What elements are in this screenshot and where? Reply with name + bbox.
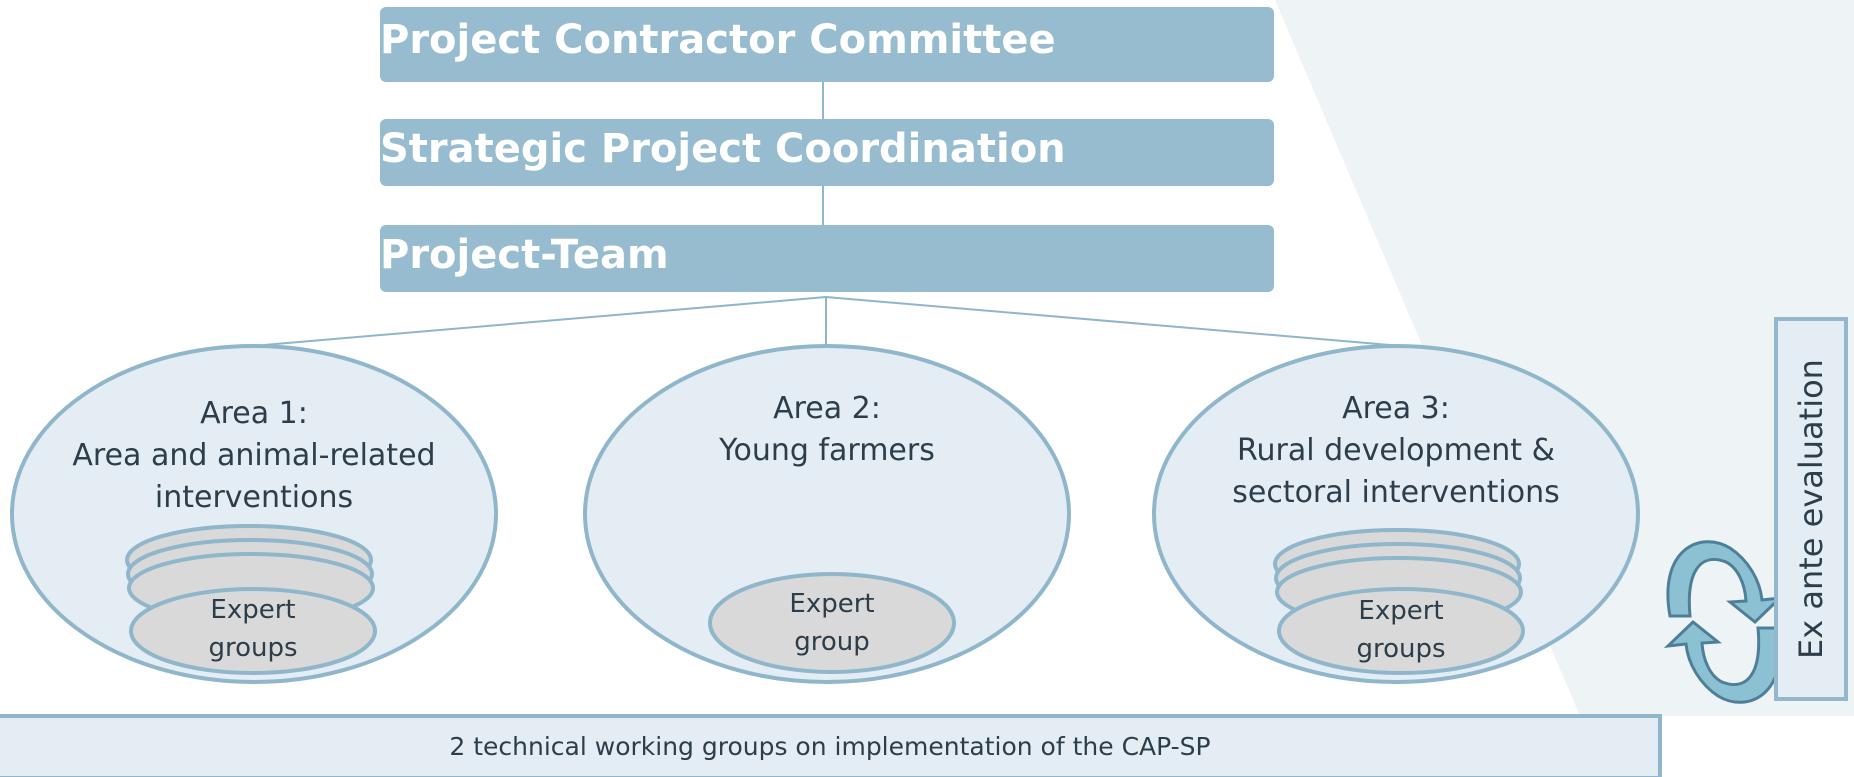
expert-label-area-3-line-2: groups [1356, 634, 1446, 664]
area-1-heading: Area 1: [200, 396, 308, 431]
area-1-line-2: interventions [154, 480, 354, 515]
expert-label-area-3: Expert groups [1301, 592, 1501, 668]
expert-ellipse-area-2 [708, 572, 956, 674]
team-title: Project-Team [380, 232, 669, 278]
area-1-label: Area 1: Area and animal-related interven… [54, 393, 454, 519]
area-2-ellipse [583, 344, 1071, 684]
committee-bar [380, 7, 1274, 82]
coordination-title: Strategic Project Coordination [380, 126, 1066, 172]
area-3-line-2: sectoral interventions [1232, 475, 1560, 510]
area-1-line-1: Area and animal-related [72, 438, 436, 473]
expert-stack-area-1 [125, 524, 377, 675]
side-label-text: Ex ante evaluation [1792, 359, 1830, 659]
bottom-bar [0, 714, 1662, 777]
area-3-label: Area 3: Rural development & sectoral int… [1196, 388, 1596, 514]
coordination-bar [380, 119, 1274, 186]
area-2-heading: Area 2: [773, 391, 881, 426]
area-3-line-1: Rural development & [1237, 433, 1555, 468]
expert-label-area-2-line-1: Expert [789, 589, 875, 619]
cycle-arrows-icon [1663, 540, 1785, 704]
expert-label-area-1-line-1: Expert [210, 595, 296, 625]
committee-title: Project Contractor Committee [380, 17, 1056, 63]
connector-team-area3 [825, 296, 1391, 346]
area-2-label: Area 2: Young farmers [627, 388, 1027, 472]
expert-label-area-3-line-1: Expert [1358, 596, 1444, 626]
connector-team-area1 [263, 296, 827, 346]
expert-label-area-2-line-2: group [794, 627, 870, 657]
bottom-bar-label: 2 technical working groups on implementa… [449, 732, 1211, 761]
expert-label-area-1: Expert groups [153, 591, 353, 667]
expert-stack-area-3 [1273, 528, 1525, 675]
area-3-heading: Area 3: [1342, 391, 1450, 426]
team-bar [380, 225, 1274, 292]
side-label-box [1774, 317, 1848, 701]
expert-label-area-1-line-2: groups [208, 633, 298, 663]
background-panel [1275, 0, 1854, 716]
area-2-line-1: Young farmers [719, 433, 935, 468]
expert-label-area-2: Expert group [732, 585, 932, 661]
